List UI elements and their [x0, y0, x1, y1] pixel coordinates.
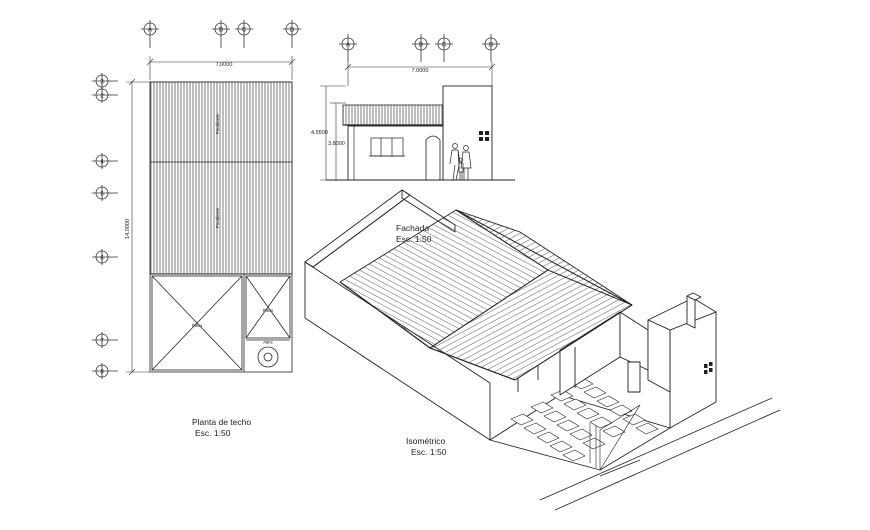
- facade-walls: [347, 85, 493, 181]
- roof-plan-scale: Esc. 1:50: [195, 428, 231, 438]
- axis-label-c: C: [242, 28, 247, 34]
- axis-label-2: 2: [100, 94, 104, 100]
- roof-plan-corrugated-area: [149, 81, 293, 275]
- facade-axis-markers: [339, 34, 500, 62]
- facade-dim-width: 7.0000: [412, 68, 429, 74]
- roof-plan: A B C D 3 2 4 5 6 7 8 7.0000: [92, 20, 301, 379]
- axis-label-6: 6: [100, 256, 104, 262]
- dimension-line-width: [146, 56, 296, 80]
- axis-label-d: D: [290, 28, 295, 34]
- facade-axis-d: D: [489, 43, 494, 49]
- facade-axis-c: C: [442, 43, 447, 49]
- facade-height-total: 4.5500: [311, 130, 328, 136]
- people-figures: [449, 143, 472, 181]
- patio-label-right: Patio: [263, 308, 274, 313]
- facade-roof: [342, 104, 444, 126]
- facade-vent-windows: [479, 131, 489, 141]
- slope-label-upper: Pendiente: [215, 113, 220, 134]
- iso-pavers: [510, 377, 659, 462]
- facade-axis-a: A: [346, 43, 350, 49]
- axis-markers-side: [92, 73, 118, 379]
- facade-axis-b: B: [419, 43, 423, 49]
- street-lines: [539, 397, 781, 511]
- patio-label-left: Patio: [192, 323, 203, 328]
- axis-label-3: 3: [100, 80, 104, 86]
- open-patio-areas: [149, 273, 293, 373]
- dim-width-label: 7.0000: [216, 62, 233, 68]
- facade-window: [369, 137, 405, 157]
- slope-label-lower: Pendiente: [215, 207, 220, 228]
- axis-label-7: 7: [100, 339, 104, 345]
- roof-plan-title: Planta de techo: [192, 417, 251, 427]
- tank-label: Aljibe: [263, 340, 274, 345]
- isometric-view: [304, 189, 781, 511]
- axis-label-5: 5: [100, 192, 104, 198]
- axis-label-b: B: [219, 28, 223, 34]
- axis-label-4: 4: [100, 160, 104, 166]
- dim-height-label: 14.0000: [125, 219, 131, 239]
- axis-markers-top: [141, 20, 301, 48]
- axis-label-a: A: [148, 28, 152, 34]
- dimension-line-height: [126, 78, 150, 376]
- facade-elevation: A B C D 7.0000 4.5500 3.8000: [311, 34, 515, 181]
- facade-title: Fachada: [396, 223, 429, 233]
- axis-label-8: 8: [100, 370, 104, 376]
- facade-height-roof: 3.8000: [328, 141, 345, 147]
- isometric-title: Isométrico: [406, 436, 445, 446]
- iso-vent-windows: [704, 362, 713, 374]
- facade-door: [425, 135, 441, 180]
- isometric-scale: Esc. 1:50: [411, 447, 447, 457]
